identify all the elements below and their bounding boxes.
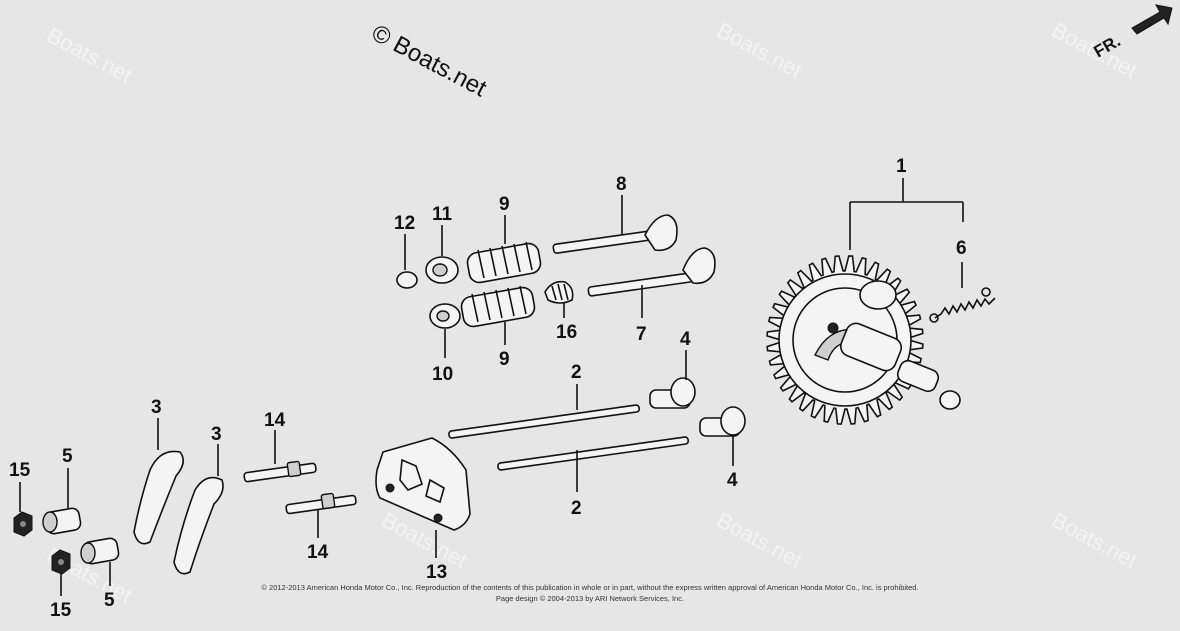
callout-1: 1 [896,156,907,177]
callout-12: 12 [394,213,415,234]
valve-head-upper [644,214,678,252]
watermark-tile: Boats.net [713,507,807,573]
stud-lower [285,494,357,515]
cam-shaft-end [939,390,961,410]
callout-2: 2 [571,498,582,519]
callout-4: 4 [727,470,738,491]
watermark-tile: Boats.net [43,22,137,88]
watermark-tile: Boats.net [713,17,807,83]
rocker-arm-left [133,450,184,545]
part-rocker-arm-studs [243,430,357,538]
callout-14: 14 [307,542,329,563]
callout-9: 9 [499,194,510,215]
cam-shaft-body [839,322,903,372]
part-pivot-adjusting-nuts [13,482,71,596]
stud-upper [243,462,317,483]
part-push-rods [448,384,690,492]
part-intake-valve [552,195,678,254]
footer-copyright-line1: © 2012-2013 American Honda Motor Co., In… [261,583,918,592]
valve-stem-lower [587,272,694,297]
watermark-tile: Boats.net [1048,507,1142,573]
callout-7: 7 [636,324,647,345]
part-rocker-arm-guide-plate [375,437,471,558]
part-valve-spring-retainer-upper [425,225,459,284]
callout-4: 4 [680,329,691,350]
copyright-watermark: © Boats.net [367,19,491,102]
callout-numbers: 1 2 2 3 3 4 4 5 5 6 7 8 9 9 10 11 12 13 … [9,156,967,621]
push-rod-lower [497,436,690,471]
front-arrow-icon [1131,4,1173,35]
part-valve-lifters [649,350,746,466]
part-valve-stem-seal [544,280,574,318]
part-exhaust-valve [587,247,716,318]
valve-stem-upper [552,230,654,254]
cam-shaft-journal [896,359,940,393]
callout-8: 8 [616,174,627,195]
callout-5: 5 [62,446,73,467]
callout-13: 13 [426,562,447,583]
rocker-arm-right [173,476,224,575]
part-camshaft-assembly [766,178,964,425]
front-direction-indicator: FR. [1091,4,1173,61]
part-rocker-arm-pivots [42,468,120,586]
callout-10: 10 [432,364,453,385]
valve-head-lower [682,247,716,285]
callout-16: 16 [556,322,577,343]
part-rocker-arms [133,418,224,575]
part-valve-cap [396,234,418,289]
callout-3: 3 [211,424,222,445]
part-valve-spring-lower [460,285,536,345]
footer-copyright-line2: Page design © 2004-2013 by ARI Network S… [496,594,684,603]
spring-coil [934,297,996,319]
callout-15: 15 [50,600,72,621]
cam-lobe-top [859,280,897,310]
callout-5: 5 [104,590,115,611]
part-valve-spring-upper [466,215,542,284]
callout-14: 14 [264,410,286,431]
part-valve-spring-retainer-lower [429,303,461,358]
callout-2: 2 [571,362,582,383]
part-decompressor-spring [929,262,996,323]
callout-3: 3 [151,397,162,418]
callout-15: 15 [9,460,31,481]
callout-9: 9 [499,349,510,370]
callout-6: 6 [956,238,967,259]
callout-11: 11 [432,204,453,225]
push-rod-upper [448,404,641,439]
